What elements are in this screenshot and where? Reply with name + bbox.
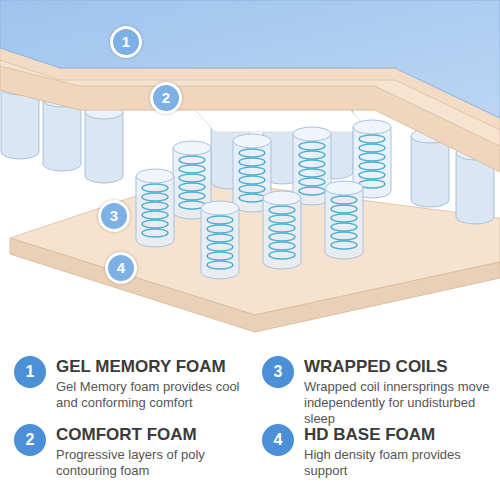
key-description: Wrapped coil innersprings move independe… xyxy=(304,379,492,427)
key-heading: WRAPPED COILS xyxy=(304,357,448,377)
gel-memory-foam xyxy=(0,0,500,118)
key-number: 3 xyxy=(262,356,294,388)
key-description: Progressive layers of poly contouring fo… xyxy=(56,447,246,479)
key-heading: HD BASE FOAM xyxy=(304,425,435,445)
key-description: Gel Memory foam provides cool and confor… xyxy=(56,379,246,411)
callout-number: 2 xyxy=(150,82,182,114)
key-number: 1 xyxy=(14,356,46,388)
key-number: 4 xyxy=(262,424,294,456)
key-heading: GEL MEMORY FOAM xyxy=(56,357,226,377)
callout-number: 1 xyxy=(110,26,142,58)
key-description: High density foam provides support xyxy=(304,447,492,479)
callout-number: 4 xyxy=(105,252,137,284)
key-heading: COMFORT FOAM xyxy=(56,425,197,445)
callout-number: 3 xyxy=(98,200,130,232)
base-foam-side xyxy=(10,238,500,332)
key-number: 2 xyxy=(14,424,46,456)
